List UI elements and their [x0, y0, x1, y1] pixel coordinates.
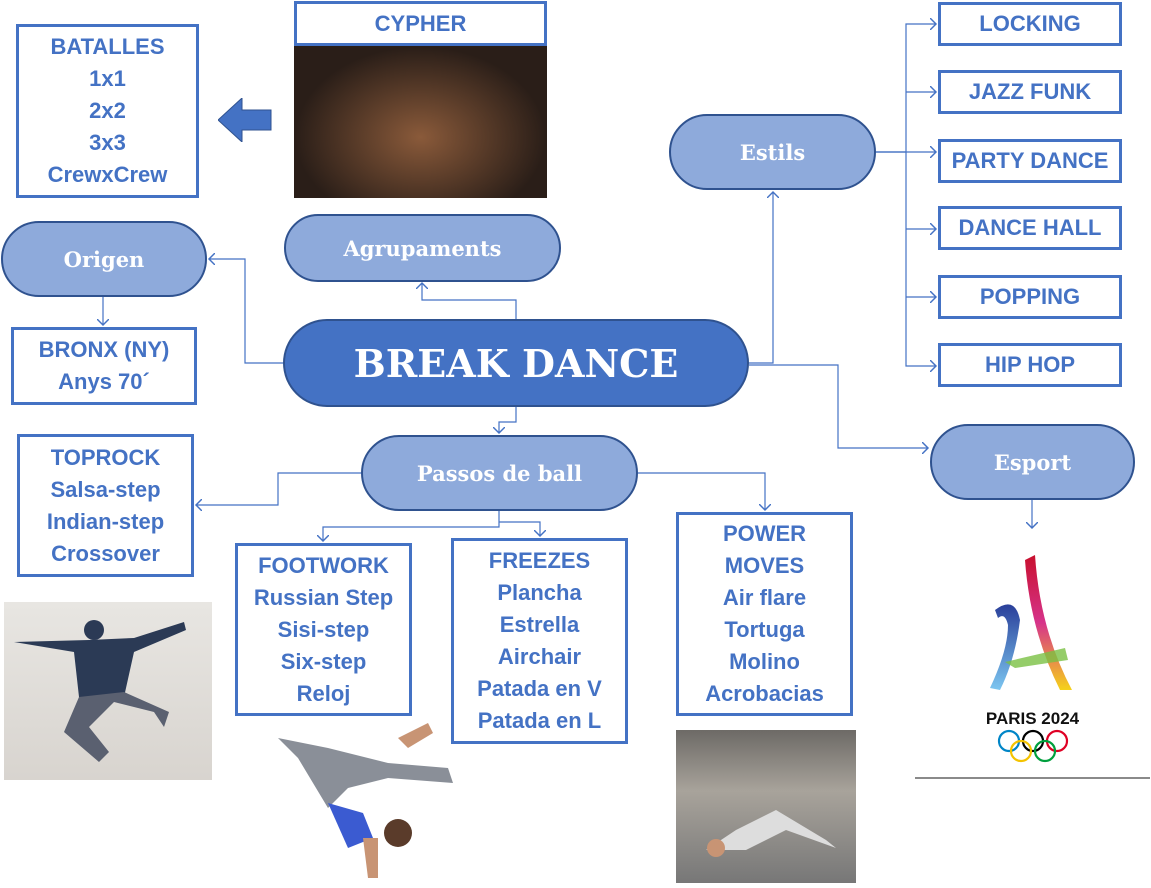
freezes-item: Patada en V: [477, 676, 602, 701]
paris-2024-text: PARIS 2024: [985, 709, 1080, 728]
estils-label: Estils: [739, 139, 806, 165]
origen-node: Origen: [1, 221, 207, 297]
footwork-item: Six-step: [280, 648, 367, 674]
estil-label: PARTY DANCE: [951, 148, 1109, 173]
freezes-item: Airchair: [497, 644, 582, 669]
footwork-item: Reloj: [296, 680, 351, 706]
main-title: BREAK DANCE: [353, 340, 679, 386]
cypher-photo: [294, 46, 547, 198]
batalles-item: 2x2: [89, 98, 126, 123]
batalles-item: CrewxCrew: [47, 162, 168, 187]
power-moves-box: POWER MOVES Air flare Tortuga Molino Acr…: [676, 512, 853, 716]
power-item: Tortuga: [724, 617, 805, 642]
estil-box: PARTY DANCE: [938, 139, 1122, 183]
estil-box: POPPING: [938, 275, 1122, 319]
cypher-box: CYPHER: [294, 1, 547, 46]
paris-flame-icon: [990, 555, 1072, 690]
estil-box: HIP HOP: [938, 343, 1122, 387]
estil-label: JAZZ FUNK: [968, 79, 1092, 104]
power-title: MOVES: [724, 553, 805, 578]
olympic-rings-icon: [997, 729, 1068, 763]
freezes-item: Patada en L: [477, 708, 602, 733]
cypher-label: CYPHER: [374, 10, 467, 36]
estil-label: POPPING: [979, 284, 1081, 309]
estil-label: HIP HOP: [984, 352, 1076, 377]
estil-label: DANCE HALL: [958, 215, 1102, 240]
freezes-item: Estrella: [499, 612, 580, 637]
agrupaments-node: Agrupaments: [284, 214, 561, 282]
batalles-box: BATALLES 1x1 2x2 3x3 CrewxCrew: [16, 24, 199, 198]
freeze-dancer-photo: [268, 718, 470, 883]
footwork-title: FOOTWORK: [258, 552, 389, 578]
toprock-dancer-photo: [4, 602, 212, 780]
origen-label: Origen: [63, 246, 145, 272]
esport-node: Esport: [930, 424, 1135, 500]
power-item: Air flare: [722, 585, 807, 610]
estil-box: DANCE HALL: [938, 206, 1122, 250]
estils-node: Estils: [669, 114, 876, 190]
esport-label: Esport: [993, 449, 1072, 475]
toprock-item: Crossover: [51, 540, 160, 566]
estil-box: JAZZ FUNK: [938, 70, 1122, 114]
toprock-item: Salsa-step: [50, 476, 161, 502]
power-title: POWER: [722, 521, 807, 546]
power-move-photo: [676, 730, 856, 883]
arrow-left-icon: [218, 98, 272, 142]
batalles-title: BATALLES: [50, 34, 165, 59]
passos-node: Passos de ball: [361, 435, 638, 511]
bronx-line: Anys 70´: [58, 369, 150, 394]
freezes-box: FREEZES Plancha Estrella Airchair Patada…: [451, 538, 628, 744]
bronx-line: BRONX (NY): [38, 337, 170, 362]
freezes-item: Plancha: [497, 580, 582, 605]
paris-2024-logo: PARIS 2024: [960, 550, 1105, 770]
bronx-box: BRONX (NY) Anys 70´: [11, 327, 197, 405]
toprock-box: TOPROCK Salsa-step Indian-step Crossover: [17, 434, 194, 577]
toprock-item: Indian-step: [46, 508, 165, 534]
agrupaments-label: Agrupaments: [343, 235, 502, 261]
footwork-item: Russian Step: [253, 584, 394, 610]
footwork-item: Sisi-step: [277, 616, 370, 642]
footwork-box: FOOTWORK Russian Step Sisi-step Six-step…: [235, 543, 412, 716]
break-dance-node: BREAK DANCE: [283, 319, 749, 407]
estil-label: LOCKING: [979, 11, 1081, 36]
power-item: Acrobacias: [705, 681, 824, 706]
passos-label: Passos de ball: [416, 460, 583, 486]
batalles-item: 3x3: [89, 130, 126, 155]
freezes-title: FREEZES: [488, 548, 591, 573]
batalles-item: 1x1: [89, 66, 126, 91]
estil-box: LOCKING: [938, 2, 1122, 46]
power-item: Molino: [729, 649, 800, 674]
toprock-title: TOPROCK: [50, 444, 161, 470]
